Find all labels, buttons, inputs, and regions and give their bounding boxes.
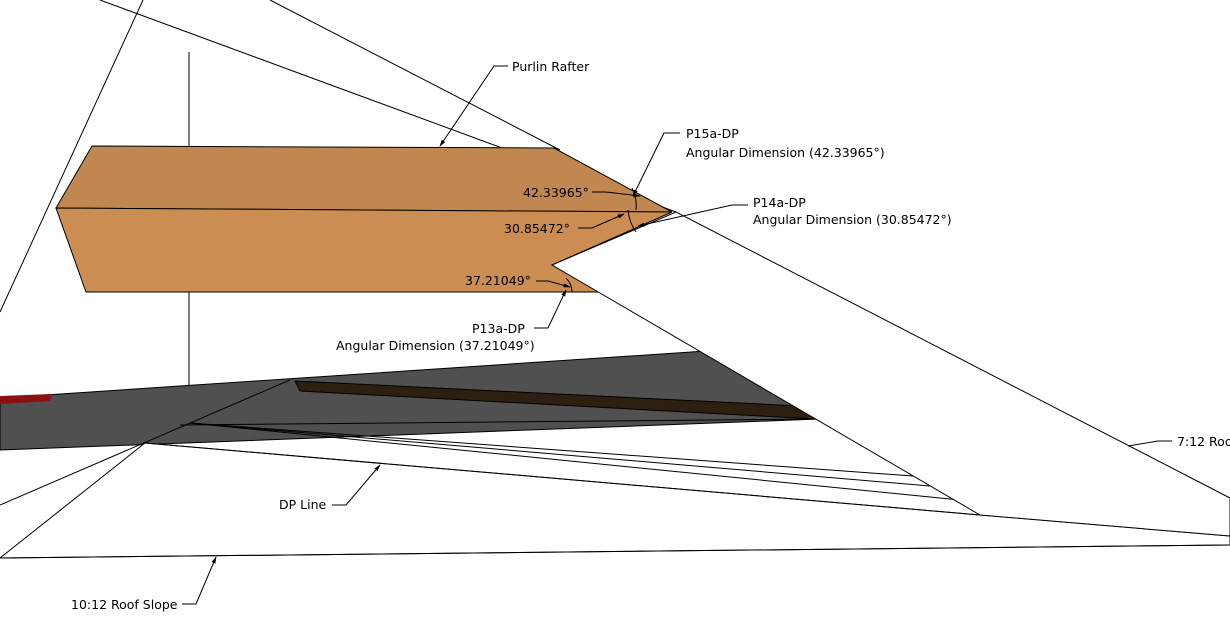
dp-line-leader — [332, 464, 381, 506]
angle-37-label: 37.21049° — [465, 273, 531, 288]
roof-1012-leader — [182, 556, 217, 605]
angle-42-label: 42.33965° — [523, 185, 589, 200]
dp-line-label: DP Line — [279, 497, 326, 512]
p13a-leader — [534, 289, 567, 329]
p13a-desc-label: Angular Dimension (37.21049°) — [336, 338, 535, 353]
p15a-leader — [632, 132, 680, 197]
angle-42-leader — [592, 191, 641, 198]
p14a-leader — [637, 204, 748, 227]
purlin-rafter-leader — [439, 65, 508, 147]
angle-30-leader — [578, 213, 625, 229]
angle-37-leader — [536, 280, 571, 288]
leaders — [182, 65, 1172, 605]
roof-712-label: 7:12 Roo — [1177, 434, 1230, 449]
red-accent — [0, 394, 52, 404]
p15a-name-label: P15a-DP — [686, 126, 739, 141]
p14a-desc-label: Angular Dimension (30.85472°) — [753, 212, 952, 227]
angle-30-label: 30.85472° — [504, 221, 570, 236]
roof-712-leader — [1127, 440, 1172, 447]
p13a-name-label: P13a-DP — [472, 321, 525, 336]
purlin-rafter-label: Purlin Rafter — [512, 59, 590, 74]
roof-712-plane — [550, 211, 1230, 537]
purlin-rafter-shape — [55, 145, 673, 293]
p15a-desc-label: Angular Dimension (42.33965°) — [686, 145, 885, 160]
roof-1012-label: 10:12 Roof Slope — [71, 597, 178, 612]
p14a-name-label: P14a-DP — [753, 195, 806, 210]
